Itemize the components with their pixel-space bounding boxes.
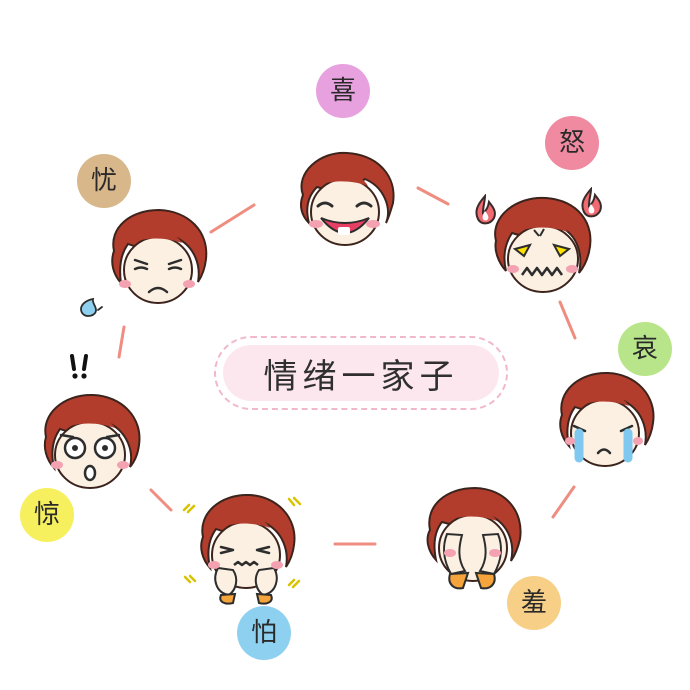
sad-face [544, 362, 664, 482]
angry-face [482, 188, 602, 308]
sweat-drop-icon [77, 296, 105, 318]
label-angry: 怒 [545, 116, 599, 170]
connector-happy-angry [416, 186, 450, 206]
label-afraid-text: 怕 [250, 618, 277, 648]
shy-face [412, 476, 532, 596]
label-happy-text: 喜 [329, 76, 356, 106]
connector-surprised-worried [117, 325, 126, 359]
shake-mark-icon-bottom-left [182, 572, 200, 590]
flame-icon-right [577, 186, 605, 221]
label-shy: 羞 [507, 576, 561, 630]
afraid-face [185, 484, 305, 605]
worried-face [97, 200, 217, 320]
label-sad-text: 哀 [631, 334, 658, 364]
label-afraid: 怕 [237, 606, 291, 660]
exclamation-icon [66, 353, 96, 381]
connector-sad-shy [551, 485, 576, 519]
connector-afraid-surprised [149, 488, 173, 512]
label-surprised: 惊 [20, 488, 74, 542]
label-worried-text: 忧 [90, 166, 117, 196]
shake-mark-icon-top-left [181, 498, 199, 516]
happy-face [285, 145, 405, 265]
flame-icon-left [471, 193, 499, 228]
label-surprised-text: 惊 [33, 500, 60, 530]
label-shy-text: 羞 [520, 588, 547, 618]
label-happy: 喜 [316, 64, 370, 118]
surprised-face [30, 384, 150, 504]
center-banner-fill [223, 345, 499, 401]
center-title: 情绪一家子 [263, 356, 459, 397]
shake-mark-icon-top-right [286, 495, 304, 513]
label-sad: 哀 [618, 322, 672, 376]
label-angry-text: 怒 [558, 128, 585, 158]
shake-mark-icon-bottom-right [286, 573, 304, 591]
label-worried: 忧 [77, 154, 131, 208]
connector-worried-happy [209, 203, 256, 234]
center-banner: 情绪一家子 [214, 336, 508, 410]
